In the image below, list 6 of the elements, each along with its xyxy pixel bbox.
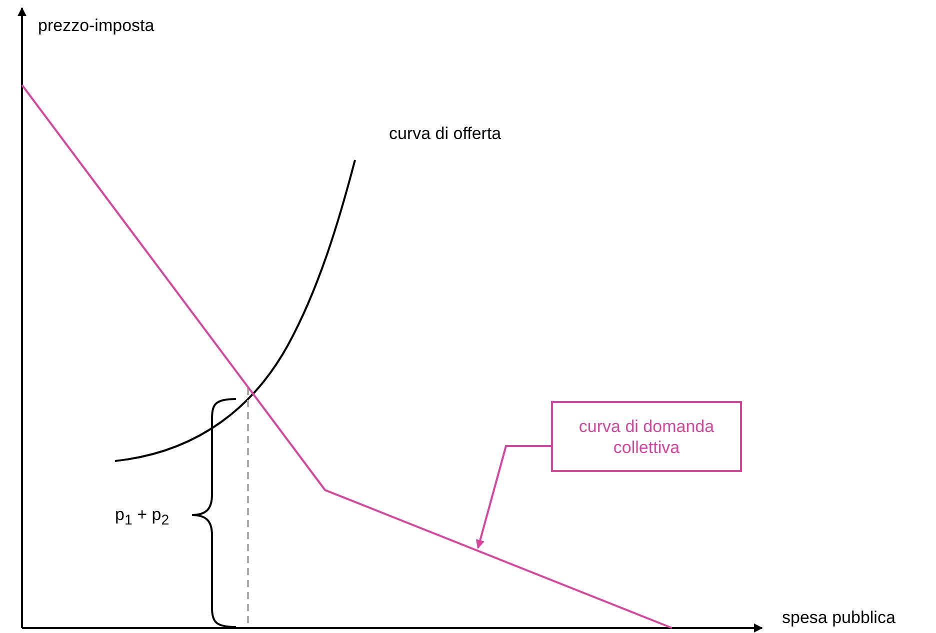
curve-label: curva di offerta	[389, 124, 502, 144]
leader-arrow	[476, 445, 551, 549]
axis-label: prezzo-imposta	[38, 16, 154, 36]
axis-label: spesa pubblica	[782, 608, 896, 628]
brace-label: p$_{1}$ + p$_{2}$	[115, 505, 170, 528]
callout-box: curva di domanda collettiva	[551, 401, 742, 472]
